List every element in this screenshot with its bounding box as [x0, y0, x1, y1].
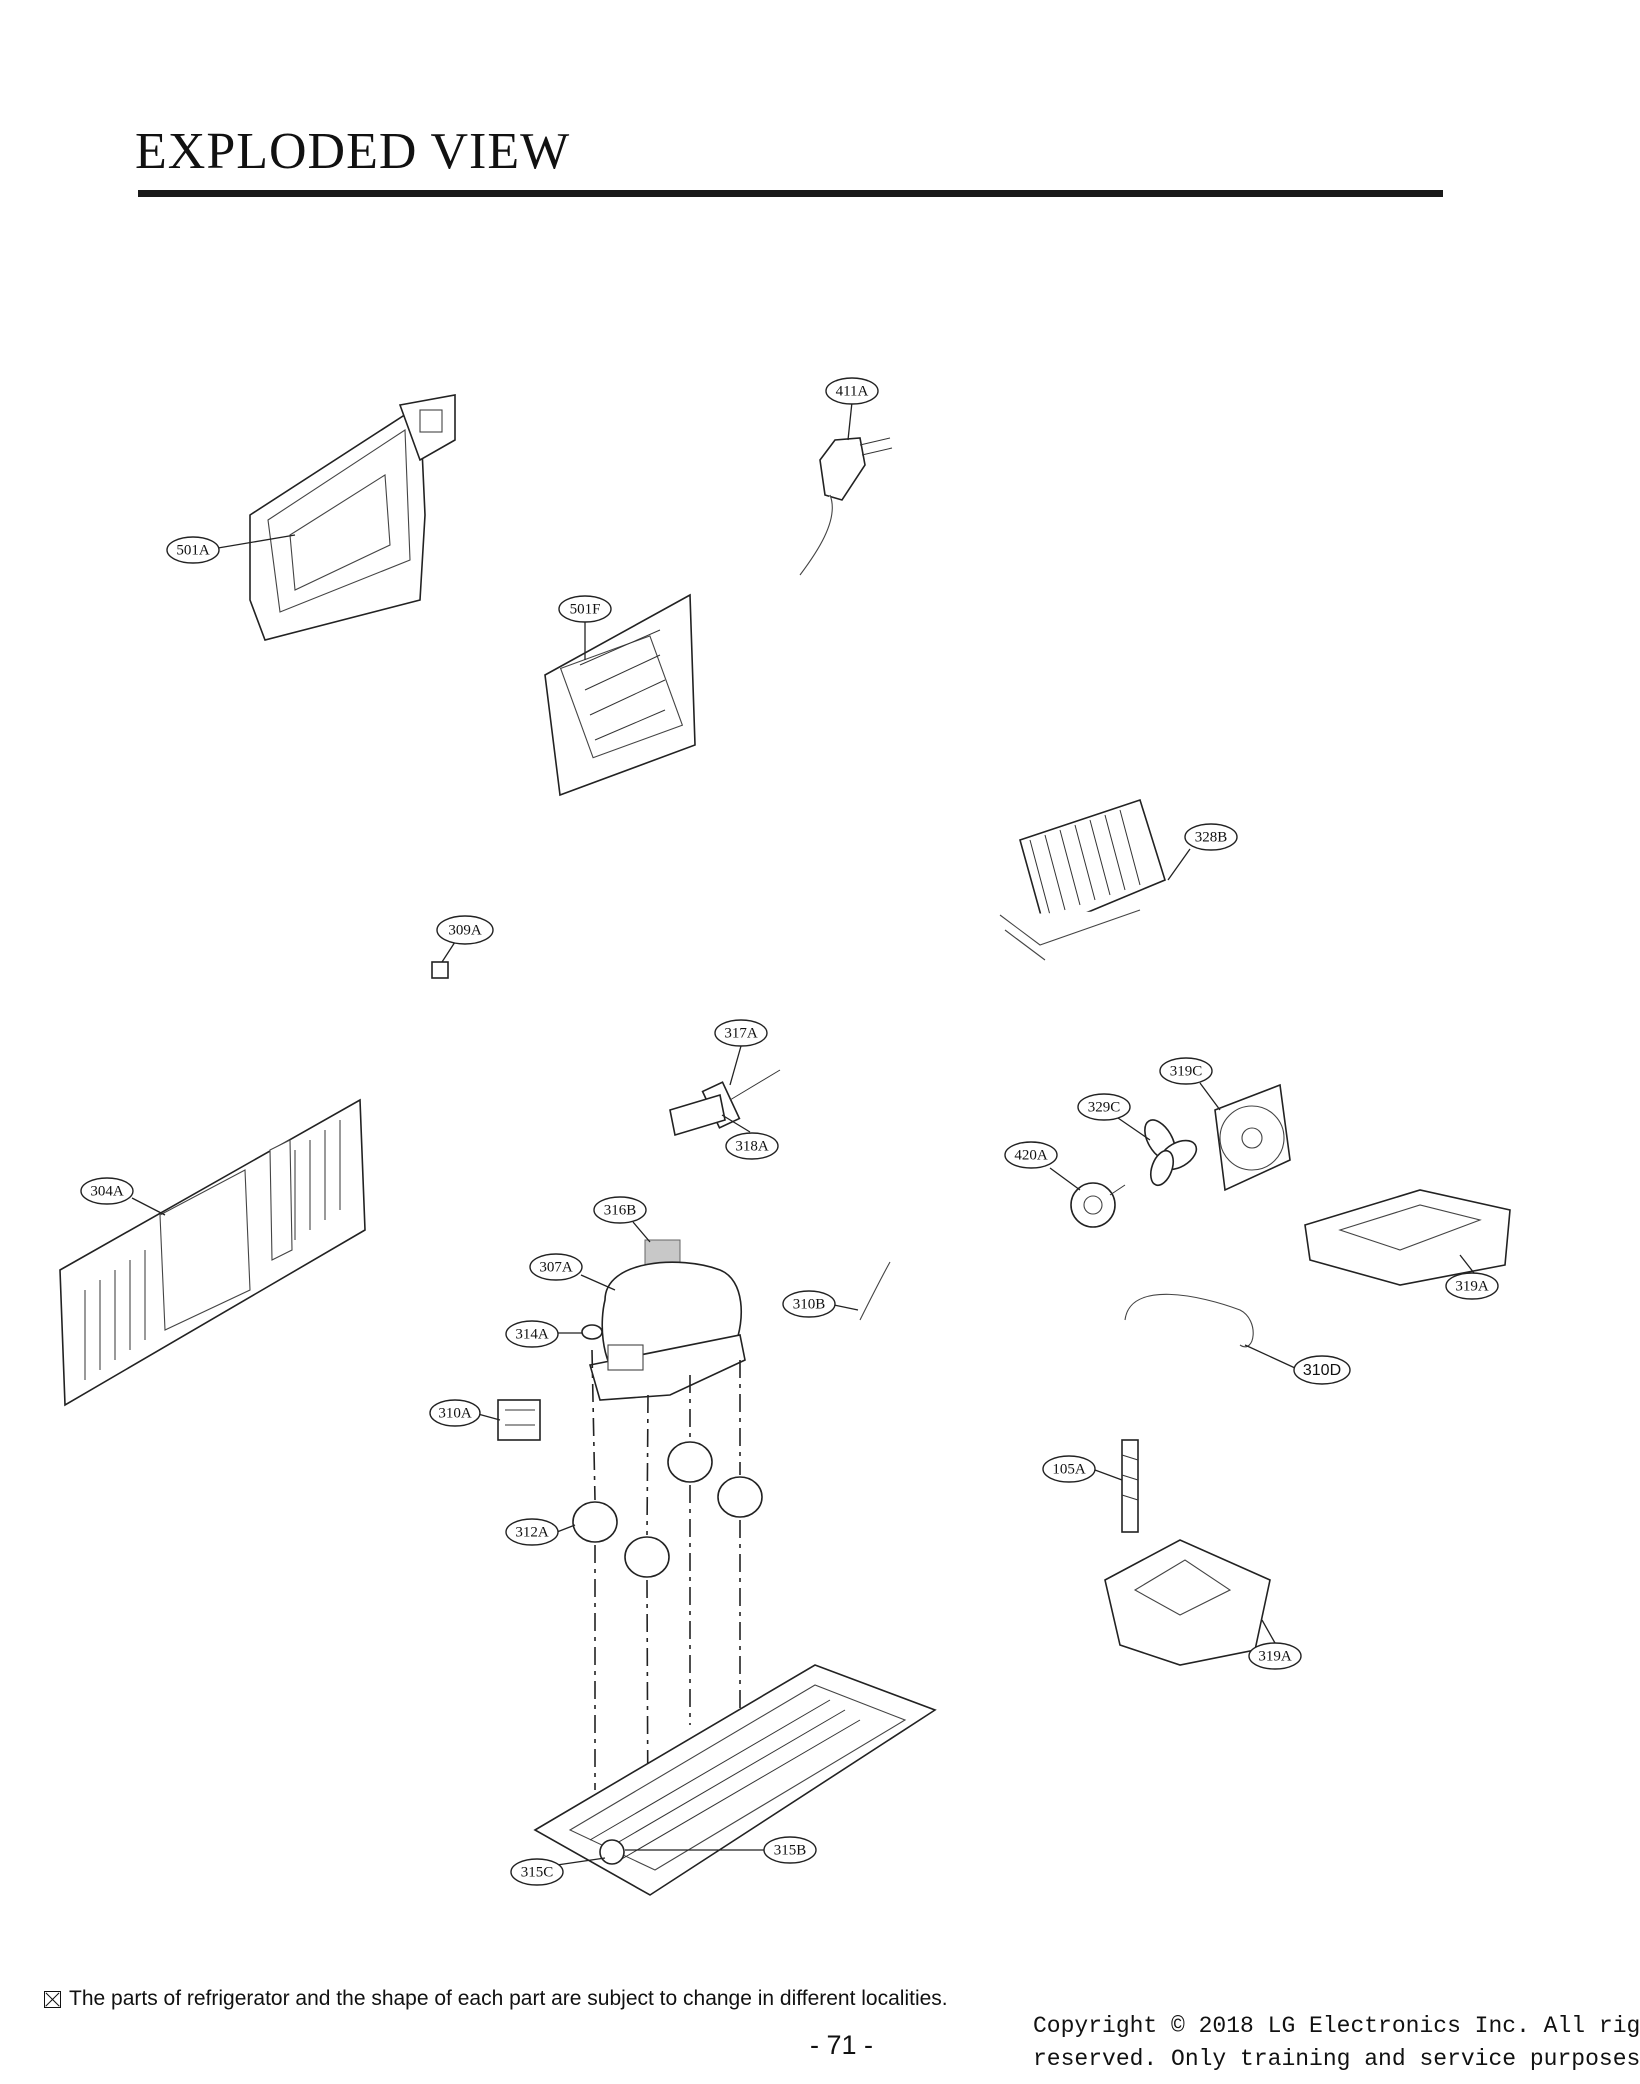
callout-315B: 315B — [625, 1836, 817, 1864]
svg-text:319A: 319A — [1455, 1278, 1489, 1294]
part-328B-condenser — [999, 798, 1166, 961]
part-315-base-plate — [533, 1664, 937, 1896]
part-317A-318A-valve — [669, 1069, 781, 1137]
callout-312A: 312A — [505, 1518, 576, 1546]
callout-319A-bottom: 319A — [1248, 1619, 1302, 1670]
callout-309A: 309A — [436, 915, 494, 963]
svg-text:310D: 310D — [1303, 1362, 1341, 1379]
svg-text:310A: 310A — [438, 1405, 472, 1421]
part-314A-grommet — [581, 1324, 603, 1340]
part-420A-fan-motor — [1070, 1182, 1126, 1228]
part-329C-fan-blade — [1144, 1119, 1198, 1187]
callout-105A: 105A — [1042, 1455, 1123, 1483]
callout-501F: 501F — [558, 595, 612, 660]
copyright-block: Copyright © 2018 LG Electronics Inc. All… — [1033, 2010, 1640, 2076]
part-309A-clip — [431, 961, 449, 979]
callout-310D: 310D — [1244, 1344, 1351, 1385]
svg-text:314A: 314A — [515, 1326, 549, 1342]
checkbox-x-icon — [44, 1990, 61, 2008]
svg-text:315C: 315C — [521, 1864, 554, 1880]
part-319C-fan-shroud — [1214, 1083, 1291, 1192]
svg-text:420A: 420A — [1014, 1147, 1048, 1163]
svg-text:318A: 318A — [735, 1138, 769, 1154]
svg-text:304A: 304A — [90, 1183, 124, 1199]
svg-text:105A: 105A — [1052, 1461, 1086, 1477]
page-number: - 71 - — [810, 2030, 874, 2060]
part-310B-pipe — [859, 1261, 891, 1321]
part-310D-tube — [1124, 1293, 1254, 1348]
svg-text:328B: 328B — [1195, 829, 1228, 845]
svg-text:501A: 501A — [176, 542, 210, 558]
svg-text:315B: 315B — [774, 1842, 807, 1858]
part-312A-grommets — [572, 1441, 763, 1578]
callout-501A: 501A — [166, 534, 296, 564]
callout-420A: 420A — [1004, 1141, 1081, 1191]
callout-314A: 314A — [505, 1320, 582, 1348]
callout-317A: 317A — [714, 1019, 768, 1086]
callout-304A: 304A — [80, 1177, 166, 1216]
part-319A-tray-bottom — [1104, 1539, 1271, 1666]
part-319A-tray-top — [1304, 1189, 1511, 1286]
callout-319C: 319C — [1159, 1057, 1221, 1111]
callout-329C: 329C — [1077, 1093, 1151, 1141]
svg-text:307A: 307A — [539, 1259, 573, 1275]
svg-text:319A: 319A — [1258, 1648, 1292, 1664]
svg-text:329C: 329C — [1088, 1099, 1121, 1115]
part-105A-drain — [1121, 1439, 1139, 1533]
svg-text:317A: 317A — [724, 1025, 758, 1041]
svg-text:309A: 309A — [448, 922, 482, 938]
exploded-view-diagram: 411A 501A 501F 328B 309A 317A 318A 319C — [59, 377, 1511, 1896]
svg-text:411A: 411A — [836, 383, 869, 399]
callout-328B: 328B — [1167, 823, 1238, 881]
callout-411A: 411A — [825, 377, 879, 441]
callout-319A-top: 319A — [1445, 1254, 1499, 1300]
callout-307A: 307A — [529, 1253, 616, 1291]
page-title: EXPLODED VIEW — [135, 123, 571, 180]
copyright-line-2: reserved. Only training and service purp… — [1033, 2046, 1640, 2072]
callout-310A: 310A — [429, 1399, 501, 1427]
svg-text:312A: 312A — [515, 1524, 549, 1540]
part-411A-power-cord — [799, 437, 893, 576]
svg-text:316B: 316B — [604, 1202, 637, 1218]
title-rule — [138, 190, 1443, 197]
part-307A-compressor — [588, 1261, 746, 1401]
part-501F-cover — [544, 593, 696, 797]
svg-text:501F: 501F — [570, 601, 601, 617]
callout-318A: 318A — [721, 1114, 779, 1160]
svg-text:310B: 310B — [793, 1296, 826, 1312]
part-501A-control-box — [249, 394, 456, 641]
callout-315C: 315C — [510, 1857, 606, 1886]
callout-316B: 316B — [593, 1196, 651, 1243]
svg-text:319C: 319C — [1170, 1063, 1203, 1079]
footnote: The parts of refrigerator and the shape … — [44, 1987, 948, 2011]
copyright-line-1: Copyright © 2018 LG Electronics Inc. All… — [1033, 2013, 1640, 2039]
part-304A-back-cover — [59, 1098, 366, 1407]
callout-310B: 310B — [782, 1290, 859, 1318]
part-310A-relay — [497, 1399, 541, 1441]
footnote-text: The parts of refrigerator and the shape … — [69, 1987, 948, 2010]
